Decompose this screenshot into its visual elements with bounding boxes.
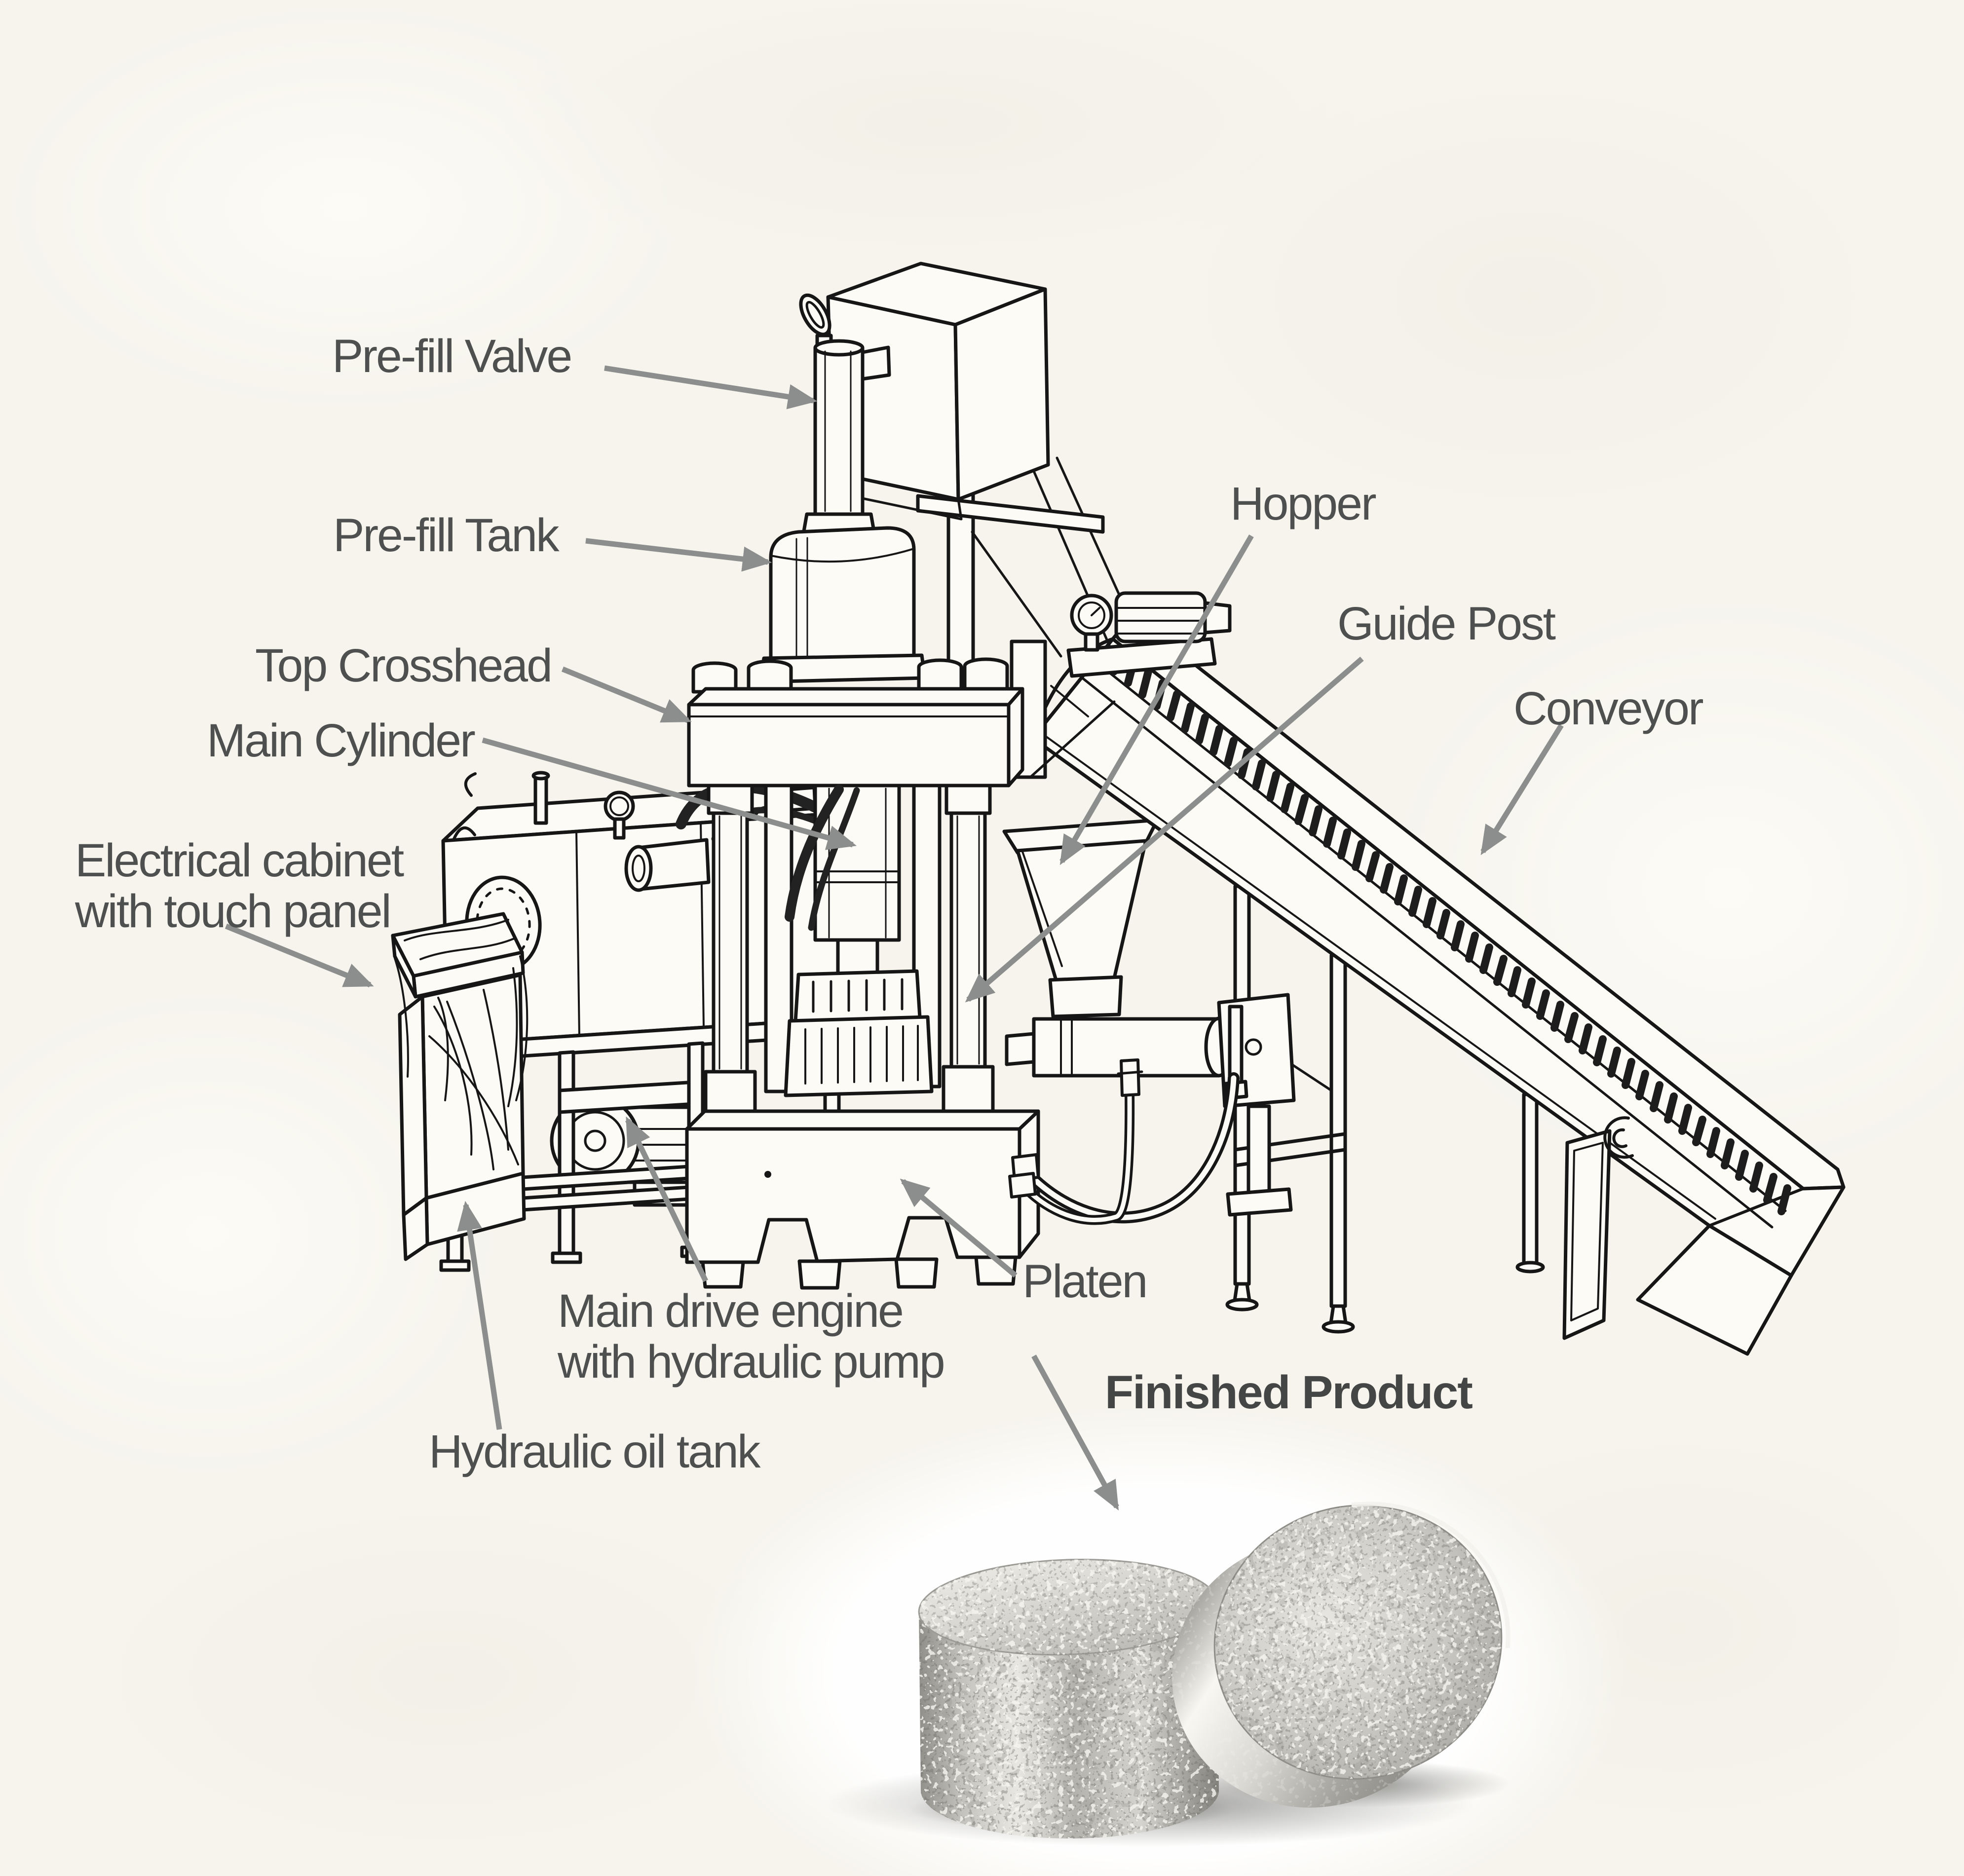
- arrow-conveyor: [1480, 724, 1564, 856]
- label-main-cylinder: Main Cylinder: [207, 714, 476, 767]
- label-electrical-cabinet: Electrical cabinet with touch panel: [75, 834, 404, 938]
- briquette-left: [918, 1558, 1219, 1838]
- label-guide-post: Guide Post: [1337, 598, 1556, 650]
- electrical-cabinet-part: [391, 912, 529, 1261]
- arrow-main-cylinder: [482, 737, 857, 850]
- label-hydraulic-oil-tank: Hydraulic oil tank: [429, 1426, 760, 1478]
- arrow-guide-post: [965, 656, 1364, 1003]
- label-conveyor: Conveyor: [1513, 682, 1704, 735]
- arrow-main-drive-engine: [625, 1116, 708, 1282]
- hoses: [1008, 1058, 1240, 1225]
- arrow-finished-product: [1031, 1354, 1119, 1511]
- press-tower: [685, 262, 1105, 1290]
- label-top-crosshead: Top Crosshead: [255, 639, 553, 692]
- label-pre-fill-tank: Pre-fill Tank: [333, 509, 560, 562]
- briquette-right: [1172, 1501, 1511, 1808]
- arrow-pre-fill-tank: [585, 538, 772, 572]
- label-main-drive-engine: Main drive engine with hydraulic pump: [558, 1285, 945, 1388]
- conveyor-part: [1010, 456, 1846, 1356]
- callout-arrows: [225, 365, 1564, 1511]
- label-pre-fill-valve: Pre-fill Valve: [332, 330, 572, 382]
- arrow-top-crosshead: [561, 666, 692, 723]
- arrow-platen: [900, 1178, 1018, 1278]
- arrow-pre-fill-valve: [604, 365, 818, 410]
- machine-drawing: [391, 262, 1846, 1356]
- label-finished-product: Finished Product: [1105, 1366, 1473, 1419]
- feeder-part: [1005, 993, 1296, 1217]
- label-platen: Platen: [1022, 1255, 1148, 1308]
- arrow-electrical-cabinet: [225, 923, 374, 988]
- arrow-hopper: [1059, 534, 1254, 865]
- arrow-hydraulic-oil-tank: [457, 1201, 502, 1430]
- finished-product-photo: [691, 1406, 1628, 1876]
- label-hopper: Hopper: [1230, 478, 1377, 530]
